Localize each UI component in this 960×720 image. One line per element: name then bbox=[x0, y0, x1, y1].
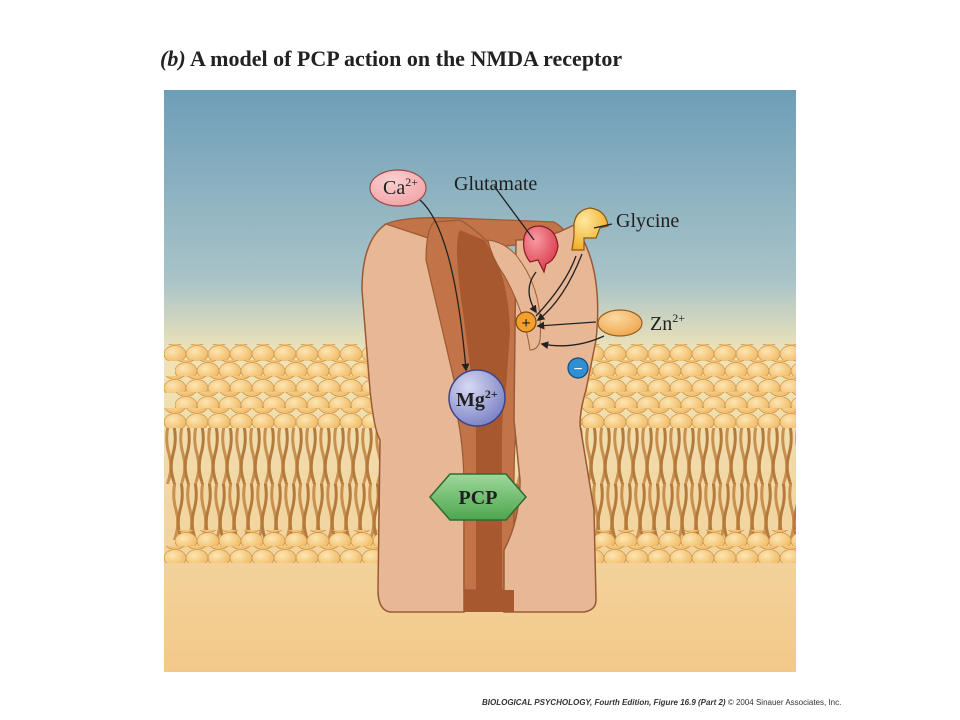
figure-part-label: (b) bbox=[160, 46, 186, 71]
glutamate-label: Glutamate bbox=[454, 173, 537, 195]
glycine-label-leader bbox=[593, 223, 613, 229]
calcium-path-arrow bbox=[419, 199, 470, 372]
zinc-ion bbox=[597, 309, 643, 337]
glycine-label: Glycine bbox=[616, 210, 679, 232]
modulation-arrows bbox=[419, 185, 613, 372]
magnesium-label: Mg2+ bbox=[456, 387, 498, 411]
glutamate-arrow bbox=[528, 271, 537, 314]
negative-modulation-site bbox=[567, 357, 589, 379]
figure-credit: BIOLOGICAL PSYCHOLOGY, Fourth Edition, F… bbox=[482, 698, 932, 707]
credit-copyright: © 2004 Sinauer Associates, Inc. bbox=[727, 698, 842, 707]
receptor-subunit-left bbox=[361, 223, 465, 613]
credit-source: BIOLOGICAL PSYCHOLOGY, Fourth Edition, F… bbox=[482, 698, 726, 707]
glycine-ligand bbox=[571, 207, 609, 251]
magnesium-ion bbox=[448, 369, 506, 427]
glycine-arrow-2 bbox=[535, 255, 577, 317]
minus-sign: − bbox=[573, 361, 582, 378]
plus-sign: + bbox=[521, 315, 530, 332]
zinc-to-plus-arrow bbox=[536, 321, 597, 330]
figure-title: (b) A model of PCP action on the NMDA re… bbox=[160, 46, 622, 72]
calcium-ion bbox=[369, 169, 427, 207]
nmda-receptor bbox=[361, 217, 599, 613]
nmda-receptor-diagram: Ca2+ Glutamate Glycine Zn2+ Mg2+ PCP + − bbox=[164, 90, 796, 672]
glycine-arrow bbox=[536, 253, 583, 321]
zinc-to-minus-arrow bbox=[540, 335, 605, 349]
figure-title-text: A model of PCP action on the NMDA recept… bbox=[189, 46, 623, 71]
pcp-label: PCP bbox=[459, 487, 498, 509]
calcium-label: Ca2+ bbox=[383, 175, 418, 199]
pcp-molecule bbox=[429, 473, 527, 521]
glutamate-label-leader bbox=[493, 185, 535, 241]
receptor-bottom-slit bbox=[464, 590, 514, 612]
positive-modulation-site bbox=[515, 311, 537, 333]
zinc-label: Zn2+ bbox=[650, 311, 685, 335]
